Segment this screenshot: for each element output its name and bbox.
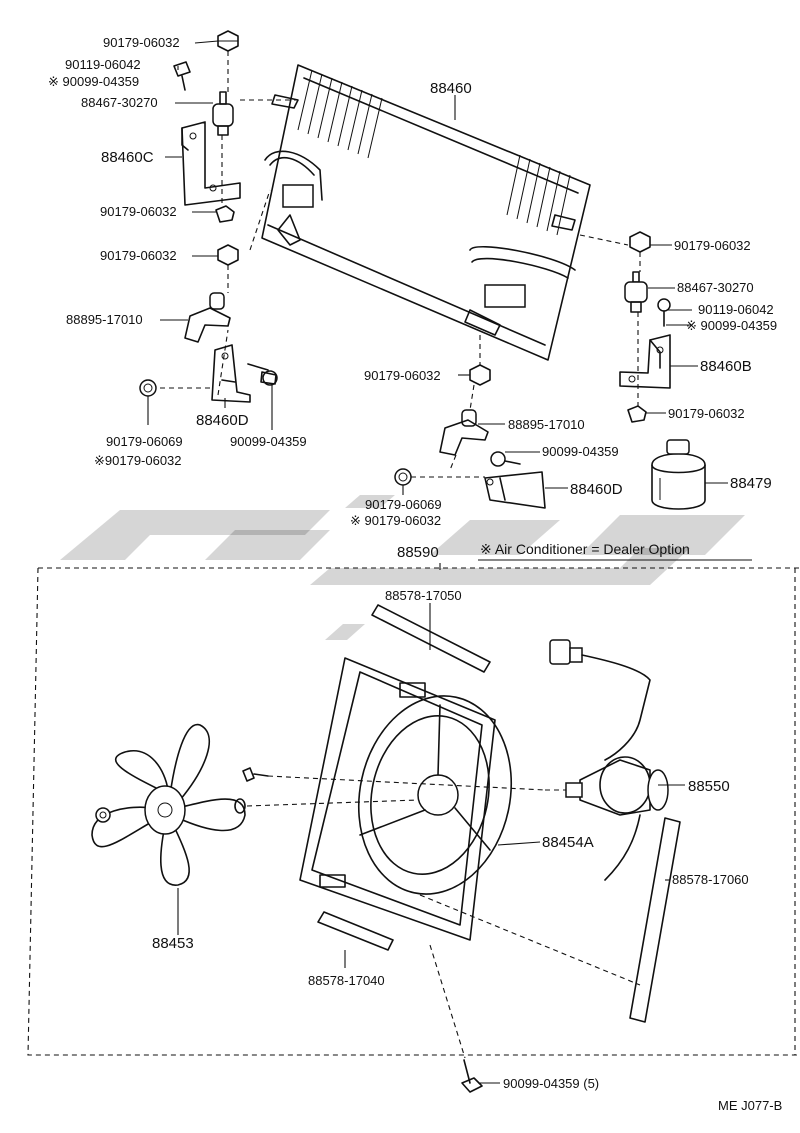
condenser-88460 — [261, 64, 591, 361]
bracket-88460d-center — [484, 471, 546, 509]
leader-lines — [147, 40, 728, 1084]
fan-blade-88453 — [91, 724, 246, 886]
label-90099-04359-b: 90099-04359 — [230, 434, 307, 449]
nut-right-top — [629, 231, 651, 253]
mount-cushion-right — [624, 271, 648, 313]
label-90179-06032-d: ※90179-06032 — [94, 453, 182, 468]
bracket-88460d-left — [211, 344, 251, 403]
screw-top-left — [173, 61, 191, 91]
bracket-88460b — [619, 334, 671, 389]
nut-left-90179-06069 — [139, 379, 157, 397]
seal-88578-17050 — [371, 604, 491, 673]
label-90179-06069-a: 90179-06069 — [106, 434, 183, 449]
assembly-box-left — [27, 567, 800, 1056]
label-90179-06032-b: 90179-06032 — [100, 204, 177, 219]
label-88454a: 88454A — [542, 834, 594, 851]
bracket-88460c — [181, 121, 241, 206]
label-88460d-b: 88460D — [570, 481, 623, 498]
nut-center — [469, 364, 491, 386]
label-88590: 88590 — [397, 544, 439, 561]
label-90119-06042-b: 90119-06042 — [698, 302, 774, 317]
mount-cushion-left — [212, 91, 234, 136]
label-90099-04359-x5: 90099-04359 (5) — [503, 1076, 599, 1091]
watermark-logo — [60, 495, 745, 640]
label-90179-06032-f: 90179-06032 — [668, 406, 745, 421]
seal-88578-17040 — [317, 911, 394, 951]
fan-motor-88550 — [565, 756, 669, 881]
label-88578-17040: 88578-17040 — [308, 973, 385, 988]
label-90119-06042-a: 90119-06042 — [65, 57, 141, 72]
label-88578-17060: 88578-17060 — [672, 872, 749, 887]
label-88578-17050: 88578-17050 — [385, 588, 462, 603]
label-88479: 88479 — [730, 475, 772, 492]
screw-right — [657, 298, 671, 327]
nut-left-1 — [215, 205, 235, 223]
label-88460d-a: 88460D — [196, 412, 249, 429]
label-90179-06032-a: 90179-06032 — [103, 35, 180, 50]
receiver-drier-88479 — [651, 439, 706, 510]
fan-washer — [234, 798, 246, 814]
motor-connector — [549, 639, 651, 761]
fan-nut — [95, 807, 111, 823]
label-90179-06032-e: 90179-06032 — [674, 238, 751, 253]
bracket-88895-center — [439, 409, 489, 456]
nut-right-bottom — [627, 405, 647, 423]
label-88550: 88550 — [688, 778, 730, 795]
label-90179-06032-g: 90179-06032 — [364, 368, 441, 383]
fan-bolt — [242, 767, 269, 782]
label-90099-04359-a: ※ 90099-04359 — [48, 74, 139, 89]
bolt-90099-04359-x5 — [461, 1059, 483, 1093]
label-90179-06032-h: ※ 90179-06032 — [350, 513, 441, 528]
fan-shroud-88454a — [299, 657, 513, 941]
label-90099-04359-d: 90099-04359 — [542, 444, 619, 459]
label-88895-17010-a: 88895-17010 — [66, 312, 143, 327]
label-88460: 88460 — [430, 80, 472, 97]
label-90179-06069-b: 90179-06069 — [365, 497, 442, 512]
label-88895-17010-b: 88895-17010 — [508, 417, 585, 432]
label-90179-06032-c: 90179-06032 — [100, 248, 177, 263]
seal-88578-17060 — [629, 817, 681, 1023]
dealer-option-note: ※ Air Conditioner = Dealer Option — [480, 541, 690, 557]
label-88460b: 88460B — [700, 358, 752, 375]
nut-left-2 — [217, 244, 239, 266]
label-88467-30270-b: 88467-30270 — [677, 280, 754, 295]
label-88460c: 88460C — [101, 149, 154, 166]
diagram-code: ME J077-B — [718, 1098, 782, 1113]
label-88453: 88453 — [152, 935, 194, 952]
nut-center-90179-06069 — [394, 468, 412, 486]
label-90099-04359-c: ※ 90099-04359 — [686, 318, 777, 333]
bolt-center-90099 — [490, 451, 521, 467]
label-88467-30270-a: 88467-30270 — [81, 95, 158, 110]
bolt-left-90099 — [247, 363, 278, 386]
bracket-88895-left — [184, 292, 231, 343]
bolt-top-left — [217, 30, 239, 52]
